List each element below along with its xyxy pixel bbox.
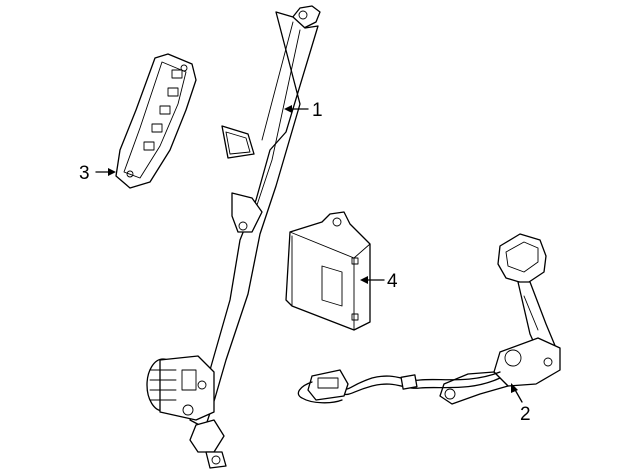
callout-4-label: 4 xyxy=(387,271,398,292)
callout-1: 1 xyxy=(284,100,323,121)
callout-2: 2 xyxy=(511,383,531,425)
callout-3-label: 3 xyxy=(79,163,90,184)
seat-belt-buckle-assembly xyxy=(297,233,561,405)
callout-4: 4 xyxy=(360,271,398,292)
height-adjuster-rail xyxy=(115,53,197,189)
callout-1-label: 1 xyxy=(312,100,323,121)
callout-3: 3 xyxy=(79,163,116,184)
control-module xyxy=(285,211,371,331)
callout-2-label: 2 xyxy=(520,404,531,425)
seat-belt-retractor-assembly xyxy=(146,5,321,469)
